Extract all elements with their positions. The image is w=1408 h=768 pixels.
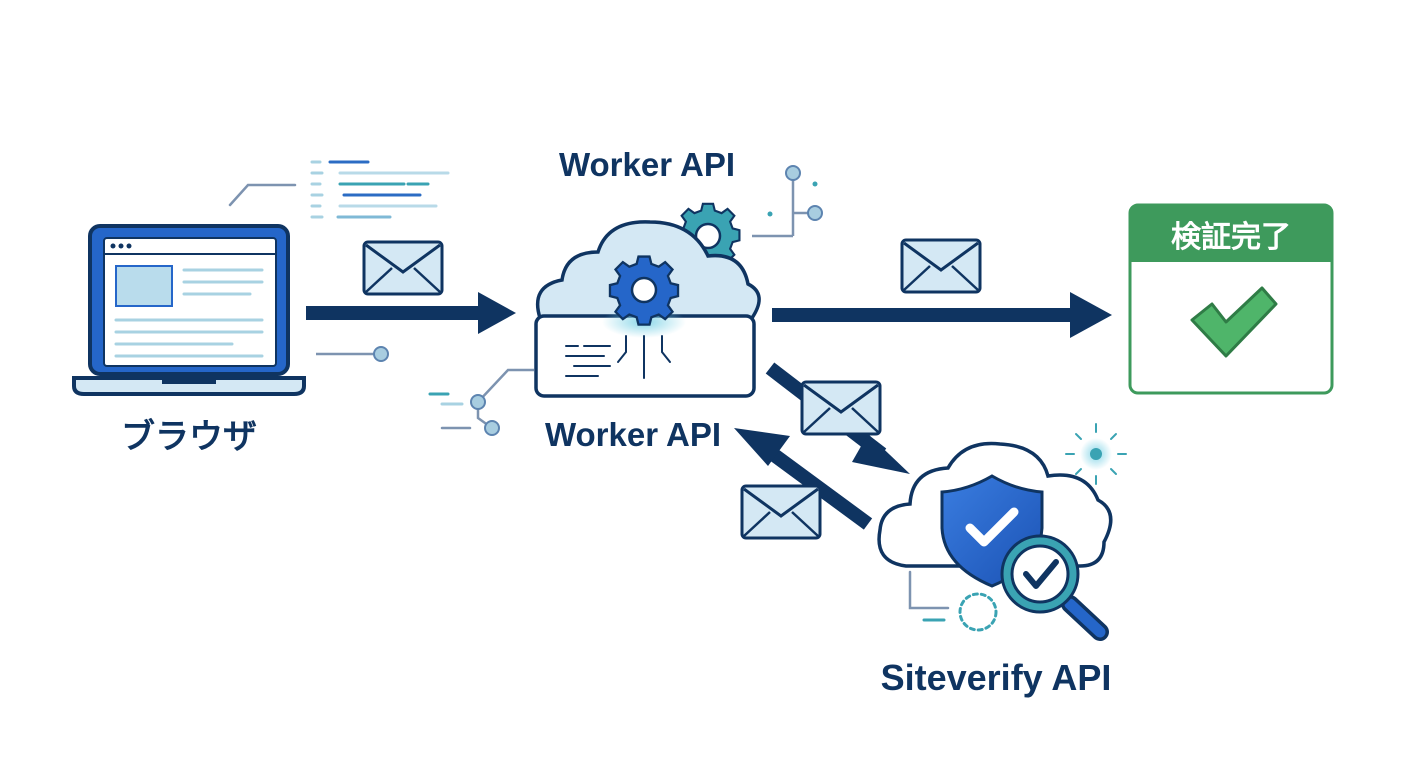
arrow-worker-to-verified [772, 292, 1112, 338]
connector-decoration [316, 346, 389, 362]
worker-top-label: Worker API [559, 146, 735, 183]
gear-icon [608, 255, 680, 326]
verified-node: 検証完了 [1128, 203, 1334, 395]
code-lines-decoration [228, 160, 450, 219]
arrow-browser-to-worker [306, 292, 516, 334]
check-icon [1190, 286, 1278, 358]
browser-node: ブラウザ [72, 160, 450, 457]
siteverify-node: Siteverify API [877, 423, 1127, 698]
connector-decoration [908, 570, 998, 632]
envelope-icon [900, 238, 982, 294]
envelope-icon [740, 484, 822, 540]
verified-title: 検証完了 [1171, 220, 1291, 255]
sparkle-decoration [1065, 423, 1127, 485]
circuit-traces [565, 335, 671, 379]
laptop-icon [72, 224, 306, 396]
browser-label: ブラウザ [121, 417, 257, 457]
worker-bottom-label: Worker API [545, 416, 721, 453]
siteverify-label: Siteverify API [881, 657, 1112, 698]
connector-decoration [428, 368, 534, 436]
envelope-icon [800, 380, 882, 436]
envelope-icon [362, 240, 444, 296]
magnifier-check-icon [1000, 534, 1109, 641]
circuit-decoration [752, 165, 823, 238]
worker-node: Worker API [428, 146, 823, 453]
